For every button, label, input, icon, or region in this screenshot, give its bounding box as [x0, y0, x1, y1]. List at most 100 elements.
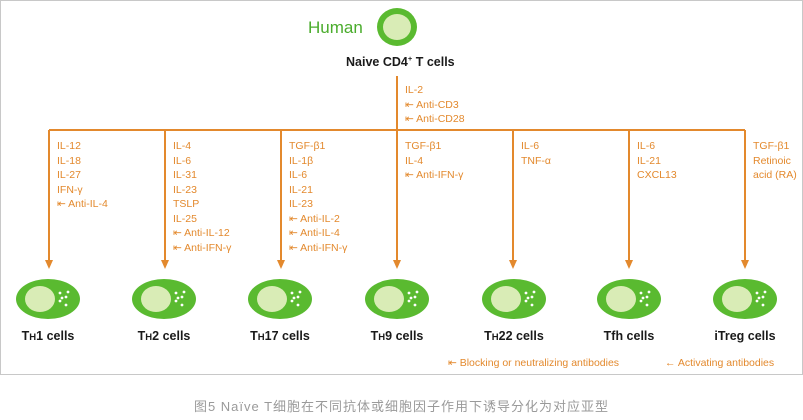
cell-granule [526, 296, 530, 300]
cell-granule [64, 303, 68, 307]
cell-type-prefix: T [21, 329, 30, 343]
cell-granule [298, 290, 302, 294]
branch-arrow-head [393, 260, 401, 269]
factor-item: ⇤ Anti-IL-12 [173, 227, 230, 239]
factor-item: IL-18 [57, 154, 81, 167]
cell-type-rest: 1 cells [36, 329, 75, 343]
factor-item: IL-1β [289, 154, 314, 167]
branch-arrow-head [277, 260, 285, 269]
naive-cell-nucleus [383, 14, 411, 40]
root-factor: ⇤ Anti-CD3 [405, 98, 459, 111]
cell-granule [290, 299, 294, 303]
factor-item: IFN-γ [57, 183, 83, 196]
factor-item: IL-21 [637, 154, 661, 167]
factor-item: ⇤ Anti-IL-2 [289, 212, 340, 225]
cell-nucleus [257, 286, 287, 312]
branch-arrow-head [509, 260, 517, 269]
factor-item: Retinoic [753, 154, 791, 167]
factor-item: TGF-β1 [289, 140, 326, 152]
cell-granule [763, 290, 767, 294]
cell-type-rest: iTreg cells [714, 329, 776, 343]
figure-frame: Human Naive CD4+ T cells IL-2 ⇤ Anti-CD3… [0, 0, 803, 375]
cell-granule [180, 295, 184, 299]
cell-granule [66, 290, 70, 294]
cell-granule [174, 299, 178, 303]
cell-granule [407, 299, 411, 303]
factor-item: IL-23 [173, 183, 197, 196]
cell-granule [290, 291, 294, 295]
cell-granule [58, 299, 62, 303]
branch-arrow-head [625, 260, 633, 269]
cell-granule [413, 295, 417, 299]
cell-type-name: Tfh cells [579, 329, 679, 343]
factor-item: TNF-α [521, 154, 551, 167]
factor-item: IL-23 [289, 198, 313, 210]
factor-item: acid (RA) [753, 169, 797, 181]
cell-granule [647, 290, 651, 294]
cell-granule [530, 303, 534, 307]
factor-item: IL-6 [173, 154, 192, 167]
root-factor: IL-2 [405, 84, 424, 96]
factor-item: IL-4 [405, 154, 424, 167]
cell-type-name: TH9 cells [347, 329, 447, 343]
cell-type-rest: Tfh cells [603, 329, 655, 343]
factor-item: IL-4 [173, 140, 192, 152]
legend-activating: ← Activating antibodies [665, 357, 775, 369]
root-cell-sup: + [407, 54, 413, 63]
factor-item: IL-25 [173, 212, 197, 225]
cell-granule [409, 296, 413, 300]
cell-nucleus [606, 286, 636, 312]
factor-item: TGF-β1 [405, 140, 442, 152]
cell-granule [761, 303, 765, 307]
cell-type-subscript: H [491, 332, 499, 343]
cell-type-rest: 2 cells [152, 329, 191, 343]
branch-arrow-head [45, 260, 53, 269]
cell-type-prefix: T [370, 329, 379, 343]
factor-item: TSLP [173, 198, 200, 210]
cell-granule [757, 296, 761, 300]
branch-arrow-head [161, 260, 169, 269]
factor-item: ⇤ Anti-IFN-γ [289, 241, 348, 254]
branch-arrow-head [741, 260, 749, 269]
factor-item: CXCL13 [637, 169, 677, 181]
cell-granule [530, 295, 534, 299]
factor-item: ⇤ Anti-IFN-γ [173, 241, 232, 254]
root-cell-label: Naive CD4+ T cells [346, 54, 455, 69]
cell-granule [755, 299, 759, 303]
cell-granule [524, 299, 528, 303]
cell-type-name: TH22 cells [464, 329, 564, 343]
factor-item: ⇤ Anti-IL-4 [57, 198, 108, 210]
cell-granule [639, 291, 643, 295]
factor-item: IL-6 [289, 169, 308, 181]
factor-item: IL-21 [289, 183, 313, 196]
cell-granule [60, 296, 64, 300]
differentiation-diagram [16, 8, 777, 319]
factor-item: IL-6 [521, 140, 540, 152]
root-factor: ⇤ Anti-CD28 [405, 113, 465, 125]
cell-granule [182, 290, 186, 294]
cell-granule [58, 291, 62, 295]
cell-granule [64, 295, 68, 299]
cell-granule [532, 290, 536, 294]
cell-type-name: TH2 cells [114, 329, 214, 343]
cell-nucleus [491, 286, 521, 312]
cell-granule [524, 291, 528, 295]
cell-type-rest: 9 cells [385, 329, 424, 343]
factor-item: IL-6 [637, 140, 656, 152]
cell-nucleus [141, 286, 171, 312]
cell-granule [645, 303, 649, 307]
cell-nucleus [722, 286, 752, 312]
cell-type-subscript: H [29, 332, 37, 343]
cell-granule [176, 296, 180, 300]
cell-type-subscript: H [145, 332, 153, 343]
factor-item: TGF-β1 [753, 140, 790, 152]
cell-granule [180, 303, 184, 307]
root-cell-suffix: T cells [412, 55, 455, 70]
root-factor-list: IL-2 ⇤ Anti-CD3 ⇤ Anti-CD28 [405, 83, 465, 127]
cell-granule [296, 295, 300, 299]
cell-type-name: TH1 cells [0, 329, 98, 343]
